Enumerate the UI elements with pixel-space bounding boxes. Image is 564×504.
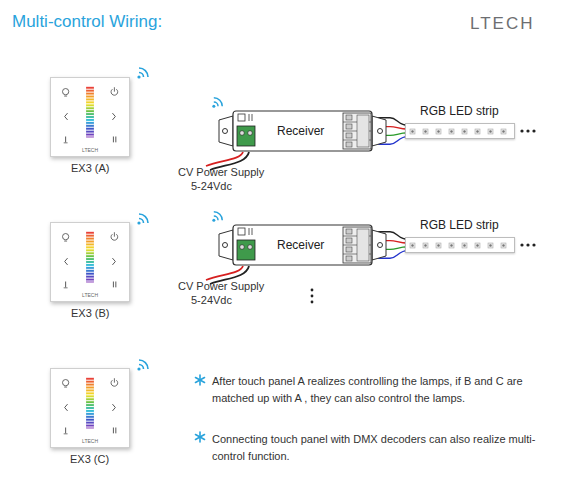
touch-panel: LTECHEX3 (C) [50,368,130,448]
note: After touch panel A realizes controlling… [212,373,552,407]
receiver: Receiver [215,108,390,154]
panel-brand: LTECH [82,147,98,153]
receiver-label: Receiver [277,238,324,252]
touch-panel: LTECHEX3 (A) [50,77,130,157]
panel-label: EX3 (B) [71,307,110,319]
panel-brand: LTECH [82,292,98,298]
logo: LTECH [470,14,534,34]
power-voltage: 5-24Vdc [191,180,232,192]
panel-icons [51,223,129,301]
receiver: Receiver [215,222,390,268]
power-label: CV Power Supply [178,166,264,178]
title: Multi-control Wiring: [12,12,162,32]
note: Connecting touch panel with DMX decoders… [212,431,552,465]
led-strip: RGB LED strip [405,237,515,253]
led-strip: RGB LED strip [405,123,515,139]
panel-icons [51,78,129,156]
power-label: CV Power Supply [178,280,264,292]
panel-label: EX3 (C) [70,453,109,465]
led-chips [406,124,514,138]
led-chips [406,238,514,252]
power-voltage: 5-24Vdc [191,294,232,306]
panel-icons [51,369,129,447]
strip-label: RGB LED strip [420,218,499,232]
panel-label: EX3 (A) [71,162,110,174]
receiver-label: Receiver [277,124,324,138]
strip-label: RGB LED strip [420,104,499,118]
touch-panel: LTECHEX3 (B) [50,222,130,302]
panel-brand: LTECH [82,438,98,444]
